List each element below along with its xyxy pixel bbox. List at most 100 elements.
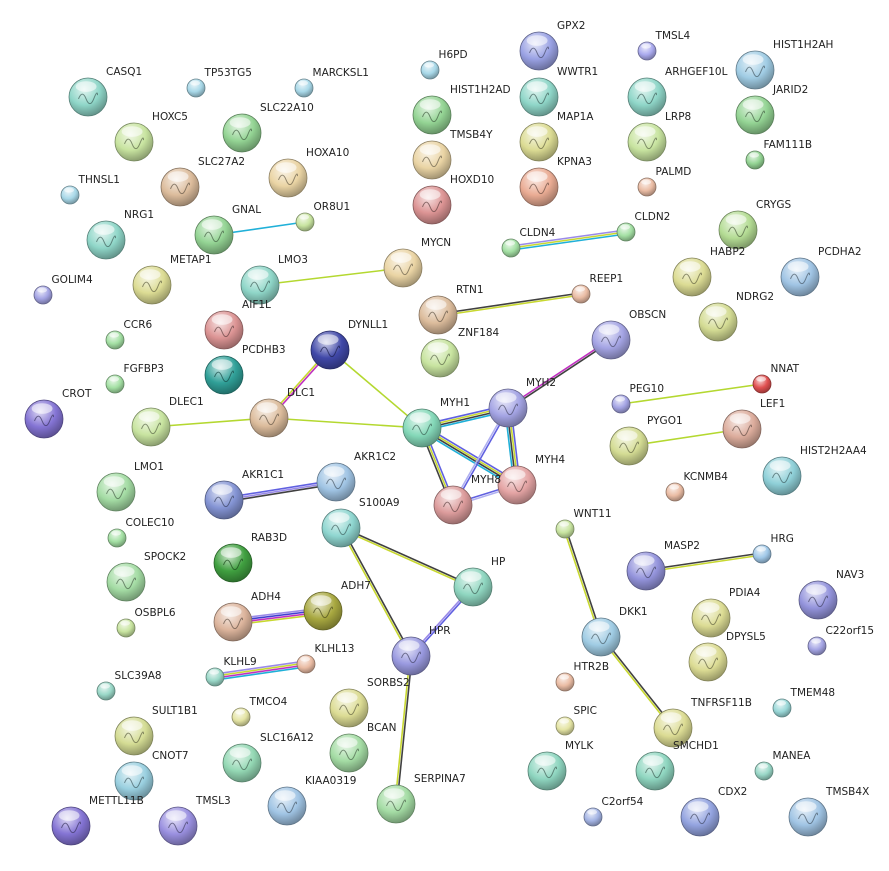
- node-REEP1[interactable]: [571, 284, 591, 304]
- node-label[interactable]: SLC16A12: [260, 732, 314, 744]
- node-SULT1B1[interactable]: [114, 716, 154, 756]
- node-label[interactable]: MARCKSL1: [312, 67, 369, 79]
- edge-PEG10-NNAT[interactable]: [620, 383, 763, 405]
- node-label[interactable]: PCDHA2: [818, 246, 862, 258]
- node-label[interactable]: NNAT: [770, 363, 800, 375]
- node-label[interactable]: HIST1H2AH: [773, 39, 834, 51]
- node-label[interactable]: MYCN: [421, 237, 452, 249]
- node-DLEC1[interactable]: [131, 407, 171, 447]
- edge-MASP2-HRG[interactable]: [645, 552, 763, 573]
- node-PALMD[interactable]: [637, 177, 657, 197]
- node-label[interactable]: RAB3D: [251, 532, 288, 544]
- node-RTN1[interactable]: [418, 295, 458, 335]
- node-SLC16A12[interactable]: [222, 743, 262, 783]
- node-GPX2[interactable]: [519, 31, 559, 71]
- node-label[interactable]: TMSB4Y: [450, 129, 493, 141]
- edge-LMO3-MYCN[interactable]: [259, 267, 404, 286]
- node-CNOT7[interactable]: [114, 761, 154, 801]
- node-label[interactable]: MASP2: [664, 540, 700, 552]
- node-MYLK[interactable]: [527, 751, 567, 791]
- node-label[interactable]: ARHGEF10L: [665, 66, 728, 78]
- node-SORBS2[interactable]: [329, 688, 369, 728]
- node-label[interactable]: NAV3: [836, 569, 865, 581]
- node-label[interactable]: ADH7: [341, 580, 371, 592]
- node-label[interactable]: METTL11B: [89, 795, 144, 807]
- node-label[interactable]: CLDN2: [634, 211, 671, 223]
- node-WNT11[interactable]: [555, 519, 575, 539]
- node-CRYGS[interactable]: [718, 210, 758, 250]
- node-label[interactable]: METAP1: [170, 254, 212, 266]
- edge-DLC1-MYH1[interactable]: [268, 417, 423, 429]
- node-WWTR1[interactable]: [519, 77, 559, 117]
- node-COLEC10[interactable]: [107, 528, 127, 548]
- node-label[interactable]: TMCO4: [249, 696, 288, 708]
- node-SERPINA7[interactable]: [376, 784, 416, 824]
- node-METTL11B[interactable]: [51, 806, 91, 846]
- node-OR8U1[interactable]: [295, 212, 315, 232]
- node-label[interactable]: KLHL13: [314, 643, 355, 655]
- node-HTR2B[interactable]: [555, 672, 575, 692]
- node-label[interactable]: WWTR1: [557, 66, 599, 78]
- node-label[interactable]: MAP1A: [557, 111, 594, 123]
- node-label[interactable]: WNT11: [573, 508, 612, 520]
- node-MYH1[interactable]: [402, 408, 442, 448]
- node-label[interactable]: DPYSL5: [726, 631, 766, 643]
- node-LEF1[interactable]: [722, 409, 762, 449]
- edge-HPR-SERPINA7[interactable]: [394, 655, 413, 805]
- node-label[interactable]: HPR: [429, 625, 451, 637]
- node-TMEM48[interactable]: [772, 698, 792, 718]
- node-label[interactable]: SMCHD1: [673, 740, 719, 752]
- node-NRG1[interactable]: [86, 220, 126, 260]
- node-SMCHD1[interactable]: [635, 751, 675, 791]
- node-label[interactable]: LEF1: [760, 398, 786, 410]
- edge-S100A9-HP[interactable]: [340, 526, 474, 589]
- node-label[interactable]: REEP1: [589, 273, 624, 285]
- node-label[interactable]: MYH2: [526, 377, 557, 389]
- node-TP53TG5[interactable]: [186, 78, 206, 98]
- node-HOXC5[interactable]: [114, 122, 154, 162]
- node-HIST1H2AD[interactable]: [412, 95, 452, 135]
- node-PCDHB3[interactable]: [204, 355, 244, 395]
- node-BCAN[interactable]: [329, 733, 369, 773]
- node-C22orf15[interactable]: [807, 636, 827, 656]
- node-TNFRSF11B[interactable]: [653, 708, 693, 748]
- node-label[interactable]: NDRG2: [736, 291, 775, 303]
- node-label[interactable]: SLC27A2: [198, 156, 246, 168]
- node-label[interactable]: SPIC: [573, 705, 597, 717]
- node-label[interactable]: HP: [491, 556, 506, 568]
- node-LMO3[interactable]: [240, 265, 280, 305]
- node-label[interactable]: PDIA4: [729, 587, 761, 599]
- node-HPR[interactable]: [391, 636, 431, 676]
- node-label[interactable]: H6PD: [438, 49, 468, 61]
- node-MASP2[interactable]: [626, 551, 666, 591]
- node-label[interactable]: AKR1C1: [242, 469, 285, 481]
- node-HOXA10[interactable]: [268, 158, 308, 198]
- node-GNAL[interactable]: [194, 215, 234, 255]
- node-NDRG2[interactable]: [698, 302, 738, 342]
- node-label[interactable]: KLHL9: [223, 656, 257, 668]
- node-KIAA0319[interactable]: [267, 786, 307, 826]
- node-HRG[interactable]: [752, 544, 772, 564]
- node-DKK1[interactable]: [581, 617, 621, 657]
- node-GOLIM4[interactable]: [33, 285, 53, 305]
- node-HIST1H2AH[interactable]: [735, 50, 775, 90]
- node-label[interactable]: CRYGS: [756, 199, 792, 211]
- node-label[interactable]: PALMD: [655, 166, 692, 178]
- node-label[interactable]: SPOCK2: [144, 551, 187, 563]
- node-DYNLL1[interactable]: [310, 330, 350, 370]
- node-HP[interactable]: [453, 567, 493, 607]
- node-label[interactable]: GOLIM4: [51, 274, 93, 286]
- node-ARHGEF10L[interactable]: [627, 77, 667, 117]
- node-OSBPL6[interactable]: [116, 618, 136, 638]
- node-label[interactable]: SORBS2: [367, 677, 410, 689]
- node-ADH4[interactable]: [213, 602, 253, 642]
- node-KLHL9[interactable]: [205, 667, 225, 687]
- node-CCR6[interactable]: [105, 330, 125, 350]
- node-label[interactable]: GNAL: [232, 204, 262, 216]
- node-JARID2[interactable]: [735, 95, 775, 135]
- node-label[interactable]: KIAA0319: [305, 775, 357, 787]
- node-KPNA3[interactable]: [519, 167, 559, 207]
- node-label[interactable]: SLC39A8: [114, 670, 162, 682]
- edge-DYNLL1-MYH1[interactable]: [329, 349, 423, 429]
- edge-DLEC1-DLC1[interactable]: [150, 417, 270, 428]
